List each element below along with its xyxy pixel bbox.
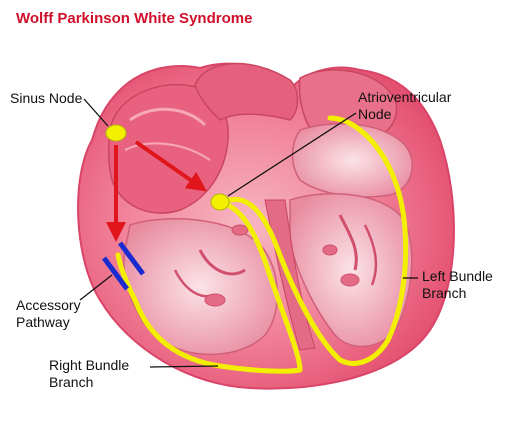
label-right-bundle-line1: Right Bundle: [49, 357, 130, 373]
left-atrium: [291, 123, 413, 198]
label-right-bundle-line2: Branch: [49, 374, 94, 390]
label-sinus-node-text: Sinus Node: [10, 90, 83, 106]
label-accessory-pathway: Accessory Pathway: [16, 297, 81, 331]
label-av-node-line2: Node: [358, 106, 392, 122]
label-left-bundle-line1: Left Bundle: [422, 268, 493, 284]
left-ventricle: [289, 193, 413, 348]
label-av-node-line1: Atrioventricular: [358, 89, 452, 105]
label-accessory-line1: Accessory: [16, 297, 81, 313]
left-bundle-branch: [227, 115, 409, 366]
heart-muscle-detail: [173, 214, 378, 307]
label-sinus-node: Sinus Node: [10, 90, 82, 107]
label-av-node: Atrioventricular Node: [358, 89, 451, 123]
accessory-pathway-bar-2: [101, 256, 130, 291]
label-left-bundle-branch: Left Bundle Branch: [422, 268, 493, 302]
arrow-sinus-to-av: [134, 140, 207, 192]
leader-right-bundle: [149, 365, 219, 368]
label-left-bundle-line2: Branch: [422, 285, 467, 301]
leader-lines: [79, 98, 418, 368]
diagram-title: Wolff Parkinson White Syndrome: [16, 10, 253, 27]
sinus-node-dot: [105, 124, 127, 142]
leader-sinus: [83, 98, 109, 127]
conduction-system: [115, 115, 409, 374]
label-accessory-line2: Pathway: [16, 314, 70, 330]
av-node-dot: [210, 193, 230, 211]
right-bundle-branch: [115, 199, 303, 374]
label-right-bundle-branch: Right Bundle Branch: [49, 357, 129, 391]
leader-accessory: [79, 274, 113, 301]
accessory-pathway-bar-1: [117, 241, 146, 276]
leader-av: [227, 112, 357, 197]
great-vessels: [194, 62, 299, 121]
